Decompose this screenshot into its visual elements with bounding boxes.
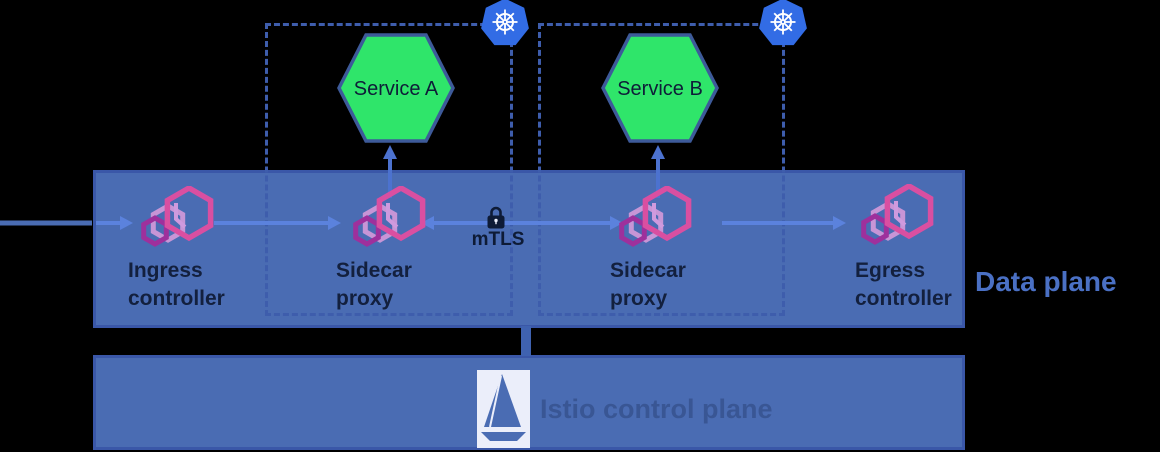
service-a-label: Service A	[354, 78, 439, 100]
kubernetes-icon	[758, 0, 808, 47]
service-b-label: Service B	[617, 78, 703, 100]
sidecar-proxy-a-label: Sidecar proxy	[336, 259, 412, 310]
control-plane-caption: Istio control plane	[540, 394, 773, 424]
padlock-icon	[487, 206, 505, 229]
ingress-controller-label: Ingress controller	[128, 259, 225, 310]
data-plane-panel	[93, 170, 965, 328]
mtls-label: mTLS	[471, 229, 525, 250]
pod-boundary-service-b	[538, 23, 785, 316]
egress-controller-icon	[858, 184, 938, 248]
plane-connector	[521, 326, 531, 356]
data-plane-caption: Data plane	[975, 266, 1117, 297]
istio-logo-box	[477, 370, 530, 448]
ingress-controller-icon	[138, 186, 218, 250]
sidecar-proxy-b-icon	[616, 186, 696, 250]
istio-sailboat-icon	[481, 374, 526, 441]
sidecar-proxy-a-icon	[350, 186, 430, 250]
service-b-hexagon: Service B	[601, 33, 719, 143]
service-a-hexagon: Service A	[337, 33, 455, 143]
kubernetes-icon	[480, 0, 530, 47]
egress-controller-label: Egress controller	[855, 259, 952, 310]
pod-boundary-service-a	[265, 23, 513, 316]
sidecar-proxy-b-label: Sidecar proxy	[610, 259, 686, 310]
